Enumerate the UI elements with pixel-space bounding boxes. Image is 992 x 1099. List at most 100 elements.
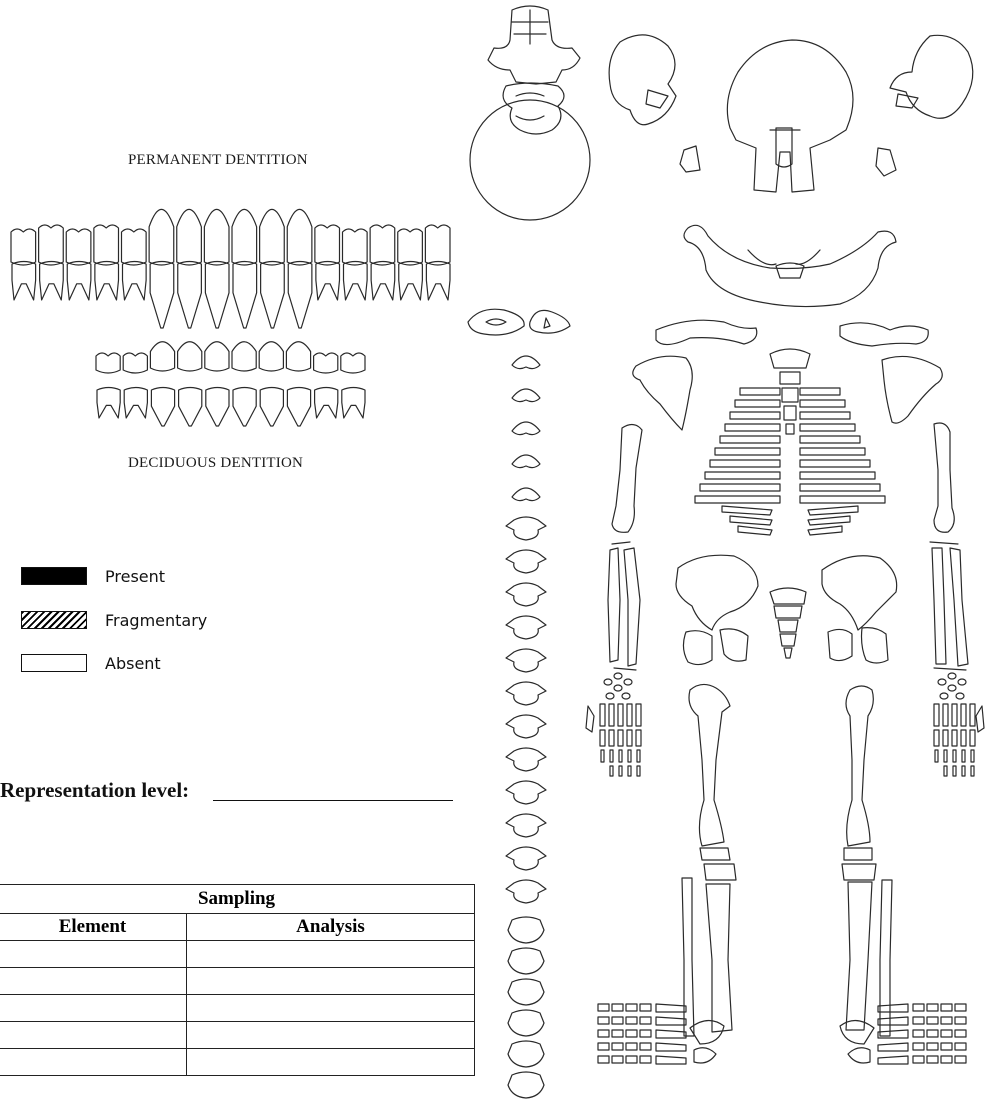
right-rib	[800, 412, 850, 419]
lower-permanent-tooth	[40, 262, 64, 301]
sternum	[770, 349, 810, 434]
metatarsal-bone	[656, 1056, 686, 1064]
phalanx-bone	[935, 750, 938, 762]
foot-phalanx	[626, 1043, 637, 1050]
metatarsal-bone	[878, 1043, 908, 1051]
element-cell[interactable]	[0, 968, 187, 995]
foot-phalanx	[626, 1017, 637, 1024]
analysis-cell[interactable]	[187, 995, 475, 1022]
representation-level-field[interactable]	[213, 800, 453, 801]
foot-phalanx	[941, 1017, 952, 1024]
analysis-cell[interactable]	[187, 941, 475, 968]
table-row	[0, 1049, 475, 1076]
phalanx-bone	[961, 730, 966, 746]
talus-bone	[694, 1048, 716, 1063]
right-scapula	[882, 356, 942, 423]
phalanx-bone	[601, 750, 604, 762]
left-ischium-pubis	[683, 629, 748, 665]
lower-deciduous-tooth	[260, 388, 283, 427]
left-rib	[740, 388, 780, 395]
foot-phalanx	[955, 1017, 966, 1024]
right-knee	[842, 848, 876, 880]
table-row	[0, 941, 475, 968]
right-rib	[800, 496, 885, 503]
foot-phalanx	[927, 1056, 938, 1063]
left-rib	[738, 526, 772, 535]
cervical-vertebra	[512, 389, 540, 402]
element-cell[interactable]	[0, 941, 187, 968]
left-forearm	[608, 542, 640, 670]
representation-level-label: Representation level:	[0, 778, 189, 803]
foot-phalanx	[640, 1030, 651, 1037]
right-femur	[846, 686, 873, 846]
upper-deciduous-tooth	[178, 342, 202, 371]
left-rib	[710, 460, 780, 467]
metacarpal-bone	[943, 704, 948, 726]
element-cell[interactable]	[0, 995, 187, 1022]
lower-deciduous-tooth	[342, 388, 365, 419]
analysis-cell[interactable]	[187, 1049, 475, 1076]
foot-phalanx	[640, 1056, 651, 1063]
carpal-bone	[622, 693, 630, 699]
table-row	[0, 995, 475, 1022]
lumbar-vertebra	[508, 917, 544, 943]
lower-permanent-tooth	[150, 262, 174, 329]
analysis-cell[interactable]	[187, 968, 475, 995]
upper-permanent-tooth	[232, 209, 257, 265]
upper-permanent-tooth	[260, 209, 285, 265]
legend-fragmentary-label: Fragmentary	[105, 611, 207, 630]
lower-deciduous-tooth	[315, 388, 338, 419]
calcaneus-bone	[690, 1020, 724, 1044]
upper-deciduous-tooth	[341, 353, 365, 373]
lower-permanent-tooth	[12, 262, 36, 301]
left-rib	[695, 496, 780, 503]
sacrum	[770, 588, 806, 658]
upper-deciduous-tooth	[259, 342, 283, 371]
fragmentary-swatch	[21, 611, 87, 629]
left-knee	[700, 848, 736, 880]
thoracic-vertebra	[506, 616, 546, 639]
left-humerus	[612, 424, 642, 532]
thoracic-vertebra	[506, 517, 546, 540]
lumbar-vertebra	[508, 948, 544, 974]
lower-deciduous-tooth	[124, 388, 147, 419]
analysis-cell[interactable]	[187, 1022, 475, 1049]
right-tibia	[846, 882, 872, 1030]
table-row	[0, 968, 475, 995]
foot-phalanx	[955, 1043, 966, 1050]
element-cell[interactable]	[0, 1022, 187, 1049]
left-rib	[730, 516, 772, 525]
element-cell[interactable]	[0, 1049, 187, 1076]
thoracic-vertebra	[506, 880, 546, 903]
foot-phalanx	[612, 1017, 623, 1024]
atlas-axis	[468, 309, 570, 335]
left-rib	[725, 424, 780, 431]
phalanx-bone	[971, 766, 974, 776]
foot-phalanx	[640, 1004, 651, 1011]
right-rib	[800, 448, 865, 455]
phalanx-bone	[952, 730, 957, 746]
phalanx-bone	[971, 750, 974, 762]
upper-permanent-tooth	[425, 225, 450, 265]
phalanx-bone	[970, 730, 975, 746]
thoracic-vertebra	[506, 781, 546, 804]
foot-phalanx	[913, 1017, 924, 1024]
lower-deciduous-tooth	[206, 388, 229, 427]
right-rib	[808, 516, 850, 525]
metacarpal-bone	[952, 704, 957, 726]
phalanx-bone	[628, 750, 631, 762]
permanent-lower-teeth	[12, 262, 450, 329]
phalanx-bone	[600, 730, 605, 746]
lower-deciduous-tooth	[179, 388, 202, 427]
left-rib	[722, 506, 772, 515]
legend-present: Present	[21, 565, 165, 587]
phalanx-bone	[619, 750, 622, 762]
phalanx-bone	[944, 750, 947, 762]
carpal-bone	[624, 679, 632, 685]
carpal-bone	[604, 679, 612, 685]
right-rib	[808, 506, 858, 515]
carpal-bone	[940, 693, 948, 699]
foot-phalanx	[941, 1030, 952, 1037]
lower-permanent-tooth	[344, 262, 368, 301]
